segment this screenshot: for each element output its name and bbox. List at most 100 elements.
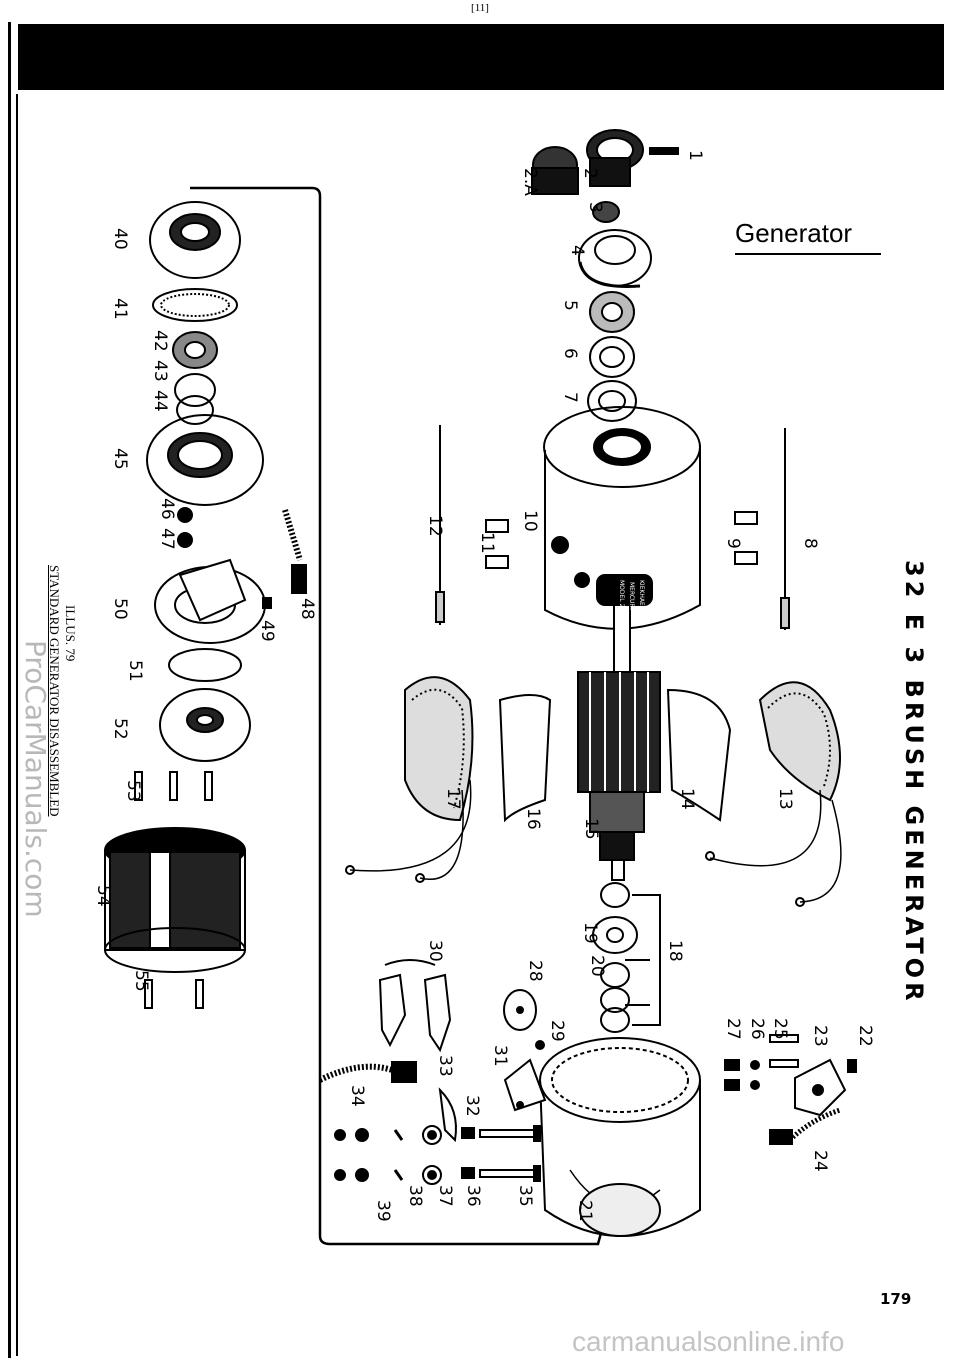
label-34: 34	[347, 1085, 367, 1107]
terminal-hardware-35-39	[334, 1125, 541, 1185]
label-42: 42	[150, 330, 170, 352]
label-19: 19	[580, 922, 600, 944]
label-52: 52	[110, 718, 130, 740]
label-37: 37	[435, 1185, 455, 1207]
label-21: 21	[575, 1200, 595, 1222]
label-4: 4	[567, 245, 587, 256]
label-54: 54	[93, 885, 113, 907]
label-26: 26	[747, 1018, 767, 1040]
label-45: 45	[110, 448, 130, 470]
label-12: 12	[425, 515, 445, 537]
label-11: 11	[477, 532, 497, 554]
page-number: 179	[880, 1290, 912, 1308]
label-23: 23	[810, 1025, 830, 1047]
label-55: 55	[131, 970, 151, 992]
label-15: 15	[581, 818, 601, 840]
label-38: 38	[405, 1185, 425, 1207]
left-margin-rule	[8, 22, 11, 1358]
commutator-end-housing	[539, 1037, 701, 1237]
label-27: 27	[723, 1018, 743, 1040]
label-2a: 2.A	[520, 168, 540, 196]
label-3: 3	[585, 202, 605, 213]
svg-text:MODEL 21C: MODEL 21C	[618, 580, 625, 615]
label-2: 2	[580, 168, 600, 179]
watermark-left: ProCarManuals.com	[19, 640, 52, 918]
diagram-title: Generator	[735, 218, 853, 248]
label-18: 18	[665, 940, 685, 962]
armature	[577, 604, 661, 881]
label-22: 22	[855, 1025, 875, 1047]
label-25: 25	[770, 1018, 790, 1040]
label-17: 17	[443, 788, 463, 810]
label-7: 7	[560, 392, 580, 403]
svg-text:KIEKHAEFER: KIEKHAEFER	[638, 580, 645, 617]
label-13: 13	[775, 788, 795, 810]
header-band	[18, 24, 944, 90]
label-8: 8	[800, 538, 820, 549]
drive-end-bearing-group	[578, 229, 652, 422]
label-53: 53	[123, 780, 143, 802]
frame-nameplate: KIEKHAEFER MERCURY MODEL 21C	[618, 580, 645, 617]
label-50: 50	[110, 598, 130, 620]
label-29: 29	[547, 1020, 567, 1042]
gasket-51	[168, 648, 242, 682]
label-43: 43	[150, 360, 170, 382]
screws-53	[134, 771, 213, 801]
brush-hardware-28-33	[438, 989, 547, 1143]
diagram-title-underline	[735, 253, 881, 255]
label-51: 51	[125, 660, 145, 682]
label-5: 5	[560, 300, 580, 311]
label-39: 39	[373, 1200, 393, 1222]
label-24: 24	[810, 1150, 830, 1172]
page-reference: [11]	[471, 2, 489, 14]
brush-34	[318, 1061, 417, 1083]
label-47: 47	[157, 528, 177, 550]
washer-43	[174, 373, 216, 407]
armature-washers	[592, 882, 661, 1033]
rear-end-plate-40	[149, 201, 241, 279]
pole-screws	[485, 511, 758, 569]
label-41: 41	[110, 298, 130, 320]
pole-shoe-14	[666, 688, 732, 822]
label-30: 30	[425, 940, 445, 962]
bearing-housing-45	[146, 414, 264, 506]
brushes-30	[378, 959, 452, 1053]
svg-text:MERCURY: MERCURY	[628, 582, 635, 611]
label-10: 10	[520, 510, 540, 532]
cover-plate-52	[159, 688, 251, 762]
field-coil-17	[345, 676, 474, 883]
brush-spring-24	[769, 1107, 841, 1145]
pole-shoe-16	[498, 694, 552, 823]
watermark-bottom: carmanualsonline.info	[572, 1326, 845, 1357]
cover-band-54	[104, 827, 246, 973]
part-number-labels: 1 2 2.A 3 4 5 6 7 8 9 10 11 12 13 14 15 …	[93, 150, 875, 1222]
section-title: 32 E 3 BRUSH GENERATOR	[900, 560, 928, 1005]
snap-ring-44	[176, 395, 214, 425]
bearing-42	[172, 331, 218, 369]
terminal-hardware-25-27	[724, 1034, 799, 1091]
generator-frame	[543, 406, 701, 630]
assembly-connector-line	[190, 186, 606, 1246]
label-9: 9	[723, 538, 743, 549]
label-49: 49	[257, 620, 277, 642]
label-32: 32	[462, 1095, 482, 1117]
label-46: 46	[157, 498, 177, 520]
label-33: 33	[435, 1055, 455, 1077]
label-14: 14	[677, 788, 697, 810]
label-1: 1	[685, 150, 705, 161]
label-31: 31	[490, 1045, 510, 1067]
brush-48	[262, 509, 307, 609]
label-28: 28	[525, 960, 545, 982]
label-48: 48	[297, 598, 317, 620]
brush-holder-23	[794, 1058, 857, 1117]
nuts-46-47	[177, 507, 193, 548]
illustration-number: ILLUS. 79	[63, 605, 78, 662]
label-35: 35	[515, 1185, 535, 1207]
pulley-gear-group	[531, 129, 679, 223]
label-44: 44	[150, 390, 170, 412]
page-frame	[16, 94, 948, 1356]
label-6: 6	[560, 348, 580, 359]
label-36: 36	[463, 1185, 483, 1207]
gasket-41	[152, 288, 238, 322]
